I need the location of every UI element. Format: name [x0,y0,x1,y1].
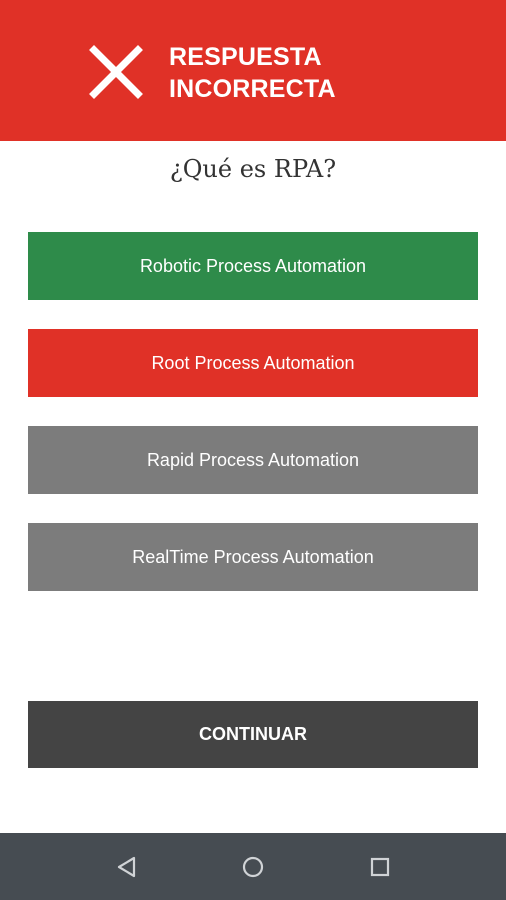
close-icon [89,45,143,99]
answer-option-correct[interactable]: Robotic Process Automation [28,232,478,300]
answer-option-selected-wrong[interactable]: Root Process Automation [28,329,478,397]
back-triangle-icon[interactable] [113,853,141,881]
answer-option[interactable]: Rapid Process Automation [28,426,478,494]
answer-option-label: Root Process Automation [151,352,355,373]
result-title-line2: INCORRECTA [169,75,336,103]
answer-option-label: Robotic Process Automation [139,255,367,276]
result-title: RESPUESTA INCORRECTA [169,41,336,105]
system-navigation-bar [0,833,506,900]
home-circle-icon[interactable] [239,853,267,881]
result-title-line1: RESPUESTA [169,43,322,71]
answer-option[interactable]: RealTime Process Automation [28,523,478,591]
question-text: ¿Qué es RPA? [169,155,337,183]
recents-square-icon[interactable] [366,853,394,881]
continue-button-label: CONTINUAR [199,724,307,744]
answer-option-label: Rapid Process Automation [146,449,360,470]
answer-option-label: RealTime Process Automation [132,546,374,567]
result-header: RESPUESTA INCORRECTA [0,0,506,141]
continue-button[interactable]: CONTINUAR [28,701,478,768]
